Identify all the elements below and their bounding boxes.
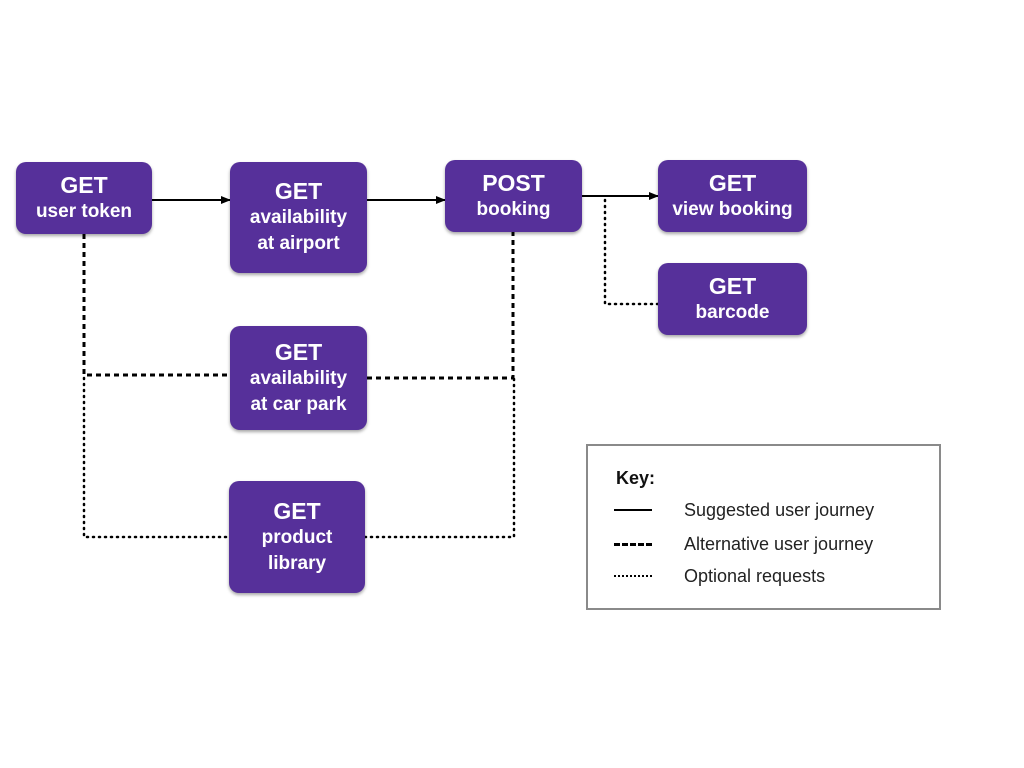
legend-item-alternative: Alternative user journey	[614, 532, 934, 556]
node-method: GET	[274, 178, 323, 204]
node-method: GET	[274, 338, 323, 365]
connector-carpark-to-booking	[367, 232, 515, 380]
node-label: product	[261, 526, 333, 548]
node-label: at airport	[257, 233, 340, 254]
connector-user-token-to-product-library	[82, 376, 231, 539]
node-label: view booking	[672, 198, 793, 220]
dotted-line-swatch	[614, 575, 652, 577]
connector-user-token-to-carpark	[82, 234, 230, 377]
node-get-view-booking[interactable]: GET view booking	[658, 160, 807, 232]
node-get-availability-at-car-park[interactable]: GET availability at car park	[230, 326, 367, 430]
node-get-availability-at-airport[interactable]: GET availability at airport	[230, 162, 367, 273]
node-get-barcode[interactable]: GET barcode	[658, 263, 807, 335]
legend-item-optional: Optional requests	[614, 564, 934, 588]
node-label: library	[267, 552, 327, 574]
node-method: GET	[273, 497, 321, 524]
node-label: booking	[476, 198, 551, 220]
connector-product-library-to-booking	[363, 376, 516, 539]
node-label: availability	[249, 367, 348, 389]
legend-label: Suggested user journey	[684, 500, 875, 520]
legend-title: Key:	[616, 468, 656, 488]
node-method: GET	[708, 272, 757, 299]
legend-label: Alternative user journey	[684, 534, 874, 554]
dashed-line-swatch	[614, 543, 652, 546]
node-post-booking[interactable]: POST booking	[445, 160, 582, 232]
node-label: availability	[249, 207, 348, 228]
legend-item-suggested: Suggested user journey	[614, 498, 934, 522]
node-method: GET	[60, 171, 108, 198]
node-method: POST	[482, 169, 545, 196]
node-method: GET	[708, 169, 757, 196]
legend-key: Key: Suggested user journey Alternative …	[586, 444, 941, 610]
node-label: at car park	[250, 393, 347, 415]
legend-label: Optional requests	[684, 566, 826, 586]
node-label: user token	[35, 200, 133, 222]
solid-line-swatch	[614, 509, 652, 511]
node-get-user-token[interactable]: GET user token	[16, 162, 152, 234]
connector-booking-to-barcode	[603, 198, 660, 306]
node-get-product-library[interactable]: GET product library	[229, 481, 365, 593]
node-label: barcode	[695, 301, 770, 323]
